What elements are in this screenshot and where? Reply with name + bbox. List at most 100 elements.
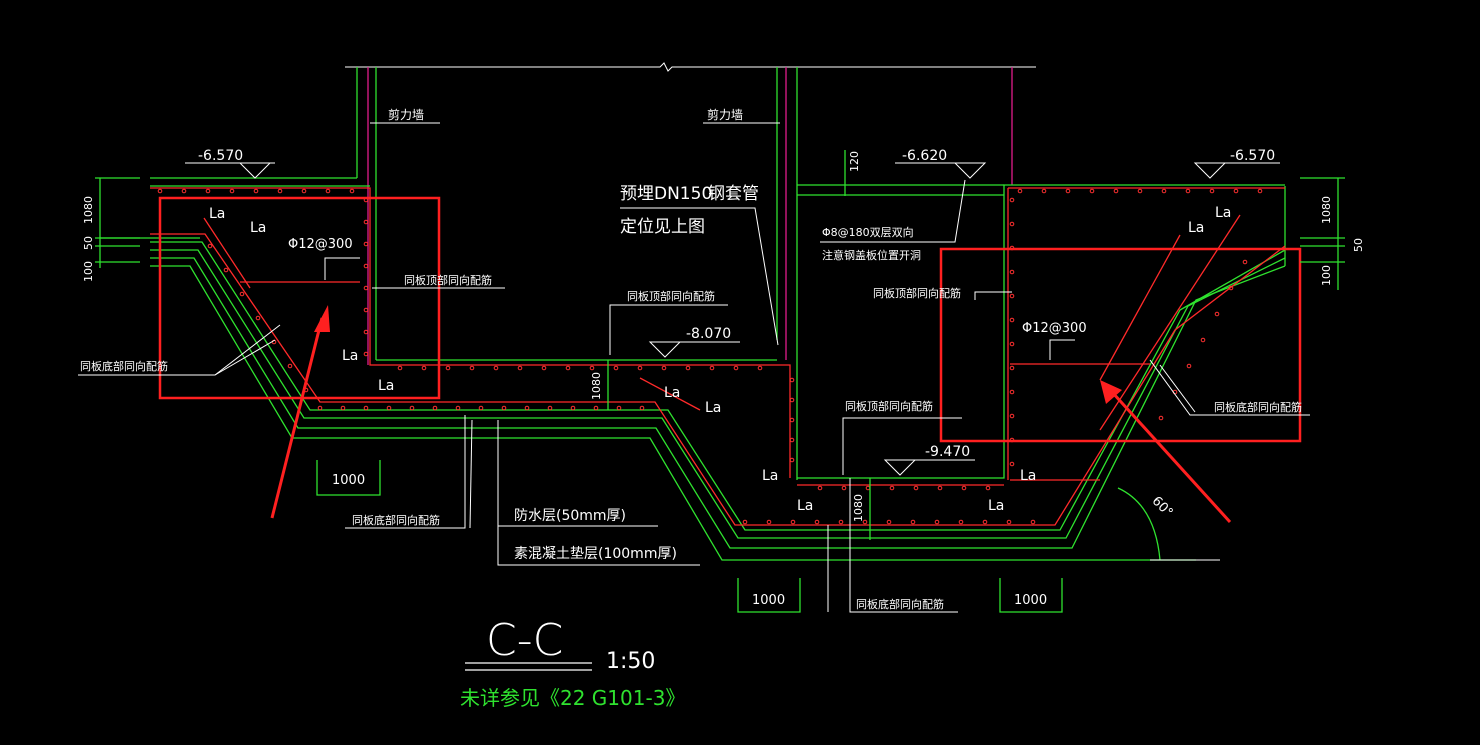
label-bottom-same-left: 同板底部同向配筋 [80, 359, 168, 373]
rebar-dot [363, 241, 369, 247]
dim-left-50: 50 [82, 236, 95, 250]
rebar-dot [889, 485, 895, 491]
arrow-right [1110, 390, 1232, 524]
label-bottom-same-center: 同板底部同向配筋 [856, 597, 944, 611]
rebar-dot [239, 291, 245, 297]
dim-right-1080: 1080 [1320, 196, 1333, 224]
rebar-dot [409, 405, 415, 411]
rebar-dot [340, 405, 346, 411]
rebar-dot [255, 315, 261, 321]
rebar-dot [862, 519, 868, 525]
rebar-dot [1185, 188, 1191, 194]
top-cut-line [345, 62, 1036, 72]
rebar-dot [363, 263, 369, 269]
rebar-dot [1009, 317, 1015, 323]
rebar-dot [789, 377, 795, 383]
rebar-dot [397, 365, 403, 371]
rebar-dot [616, 405, 622, 411]
rebar-dot [363, 329, 369, 335]
dim-depth-1080: 1080 [590, 372, 603, 400]
rebar-dot [445, 365, 451, 371]
anchor-la: La [1215, 205, 1231, 221]
rebar-dot [432, 405, 438, 411]
label-bottom-same-right: 同板底部同向配筋 [1214, 400, 1302, 414]
rebar-dot [841, 485, 847, 491]
rebar-dot [349, 188, 355, 194]
shear-wall-left [150, 67, 377, 365]
label-top-same-left: 同板顶部同向配筋 [404, 273, 492, 287]
label-rebar-left: Φ12@300 [288, 237, 353, 252]
elev-far-right: -6.570 [1230, 148, 1275, 164]
rebar-dot [958, 519, 964, 525]
rebar-dot [317, 405, 323, 411]
rebar-dot [817, 485, 823, 491]
rebar-dot [1009, 389, 1015, 395]
rebar-dot [1233, 188, 1239, 194]
rebar-dot [1209, 188, 1215, 194]
markup [158, 196, 1302, 524]
elev-right-top: -6.620 [902, 148, 947, 164]
rebar-dot [207, 243, 213, 249]
rebar-lines [150, 187, 1286, 526]
rebar-dot [982, 519, 988, 525]
rebar-dot [1113, 188, 1119, 194]
section-scale: 1:50 [606, 649, 655, 674]
rebar-dot [1009, 269, 1015, 275]
rebar-dot [814, 519, 820, 525]
label-cover-rebar-1: Φ8@180双层双向 [822, 225, 914, 239]
rebar-dot [766, 519, 772, 525]
rebar-dot [363, 405, 369, 411]
rebar-dot [1089, 188, 1095, 194]
label-shear-wall-left: 剪力墙 [388, 107, 424, 122]
anchor-la: La [1020, 468, 1036, 484]
label-angle: 60° [1149, 494, 1176, 521]
rebar-dot [455, 405, 461, 411]
concrete-outline [100, 184, 1286, 561]
rebar-dot [570, 405, 576, 411]
rebar-dot [157, 188, 163, 194]
title-underline [465, 662, 592, 671]
rebar-dot [363, 351, 369, 357]
anchor-la: La [342, 348, 358, 364]
rebar-dot [1161, 188, 1167, 194]
rebar-dot [865, 485, 871, 491]
rebar-dot [1137, 188, 1143, 194]
label-rebar-right: Φ12@300 [1022, 321, 1087, 336]
label-shear-wall-right: 剪力墙 [707, 107, 743, 122]
dim-width-1000-right: 1000 [1014, 593, 1047, 608]
rebar-dot [790, 519, 796, 525]
label-top-same-mid: 同板顶部同向配筋 [627, 289, 715, 303]
rebar-dot [733, 365, 739, 371]
arrow-left-head [314, 305, 330, 332]
rebar-dot [287, 363, 293, 369]
rebar-dot [1041, 188, 1047, 194]
anchor-la: La [250, 220, 266, 236]
rebar-dot [937, 485, 943, 491]
rebar-dot [421, 365, 427, 371]
rebar-dot [757, 365, 763, 371]
rebar-dot [661, 365, 667, 371]
highlight-box-right [939, 247, 1302, 443]
rebar-dot [709, 365, 715, 371]
rebar-dot [1009, 365, 1015, 371]
rebar-dot [593, 405, 599, 411]
anchor-la: La [762, 468, 778, 484]
rebar-dot [1009, 221, 1015, 227]
rebar-dot [493, 365, 499, 371]
label-waterproof: 防水层(50mm厚) [514, 508, 626, 524]
label-concrete-cushion: 素混凝土垫层(100mm厚) [514, 546, 677, 562]
rebar-dot [985, 485, 991, 491]
rebar-dot [1200, 337, 1206, 343]
rebar-dot [541, 365, 547, 371]
dim-wall-120: 120 [848, 151, 861, 172]
rebar-dot [789, 417, 795, 423]
rebar-dot [363, 285, 369, 291]
section-title: C-C [486, 615, 563, 666]
rebar-dot [469, 365, 475, 371]
highlight-box-left [158, 196, 441, 400]
rebar-dot [934, 519, 940, 525]
label-top-same-right-upper: 同板顶部同向配筋 [873, 286, 961, 300]
rebar-dot [886, 519, 892, 525]
rebar-dot [223, 267, 229, 273]
rebar-dot [1228, 285, 1234, 291]
